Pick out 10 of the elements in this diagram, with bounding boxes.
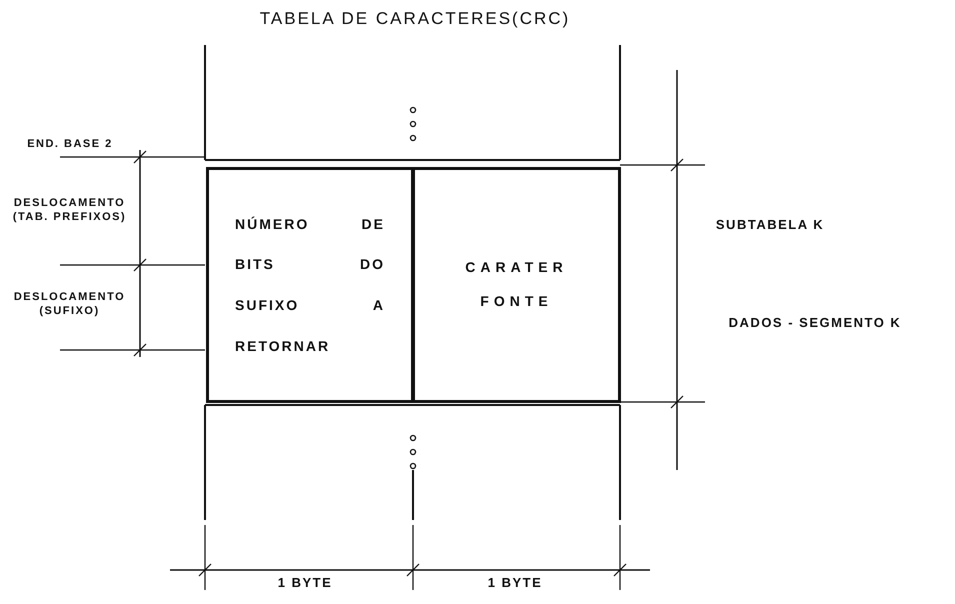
dimension-label: DESLOCAMENTO (TAB. PREFIXOS) (12, 196, 128, 225)
cell-text: CARATER FONTE (464, 258, 569, 311)
dimension-label: SUBTABELA K (714, 217, 826, 234)
dimension-label: DESLOCAMENTO (SUFIXO) (12, 290, 126, 319)
dimension-label: 1 BYTE (276, 575, 334, 592)
dimension-label: 1 BYTE (486, 575, 544, 592)
cell-text: NÚMERO DE BITS DO SUFIXO A RETORNAR (235, 214, 385, 356)
dimension-label: END. BASE 2 (26, 137, 114, 152)
diagram-title: TABELA DE CARACTERES(CRC) (258, 8, 572, 30)
dimension-label: DADOS - SEGMENTO K (728, 315, 902, 332)
